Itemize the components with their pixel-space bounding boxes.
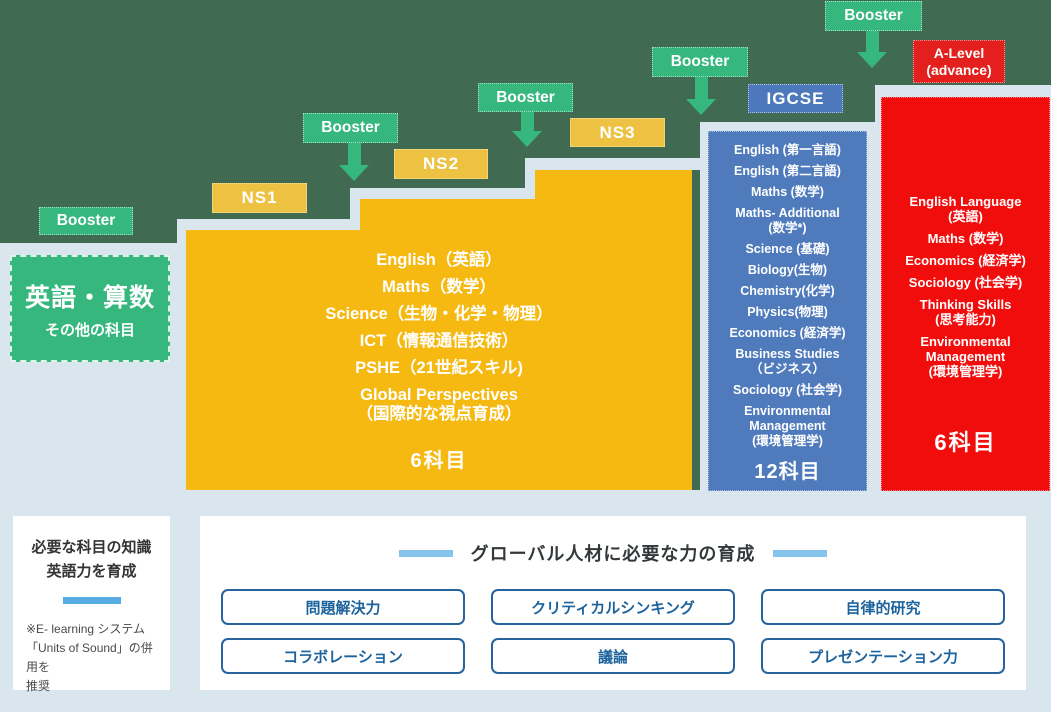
booster-tag-1: Booster [39, 207, 133, 235]
primary-subject: Maths（数学） [382, 278, 496, 296]
primary-subject: Science（生物・化学・物理） [325, 305, 553, 323]
booster-tag-4: Booster [652, 47, 748, 77]
skills-grid: 問題解決力クリティカルシンキング自律的研究コラボレーション議論プレゼンテーション… [200, 589, 1026, 674]
primary-subject: Global Perspectives（国際的な視点育成） [356, 386, 522, 423]
stair-terrace-3 [535, 170, 692, 200]
alevel-subject: Economics (経済学) [905, 253, 1026, 268]
skills-panel-title: グローバル人材に必要な力の育成 [470, 544, 756, 564]
down-arrow-icon [339, 143, 369, 181]
alevel-subjects-block: English Language(英語) Maths (数学) Economics … [881, 97, 1050, 491]
stair-step1-riser [177, 219, 186, 490]
igcse-subject: English (第一言語) [734, 143, 841, 157]
skill-chip: 議論 [491, 638, 735, 674]
stair-terrace-2 [360, 199, 692, 231]
alevel-subject: Maths (数学) [927, 231, 1004, 246]
left-info-card: 必要な科目の知識英語力を育成 ※E- learning システム「Units o… [13, 516, 170, 693]
skill-chip: コラボレーション [221, 638, 465, 674]
step-tag-ns1: NS1 [212, 183, 307, 213]
skill-chip: 自律的研究 [761, 589, 1005, 625]
step-tag-ns2: NS2 [394, 149, 488, 179]
stair-step2-riser [350, 188, 360, 231]
foundation-title: 英語・算数 [24, 284, 155, 312]
alevel-subject: English Language(英語) [909, 194, 1022, 224]
accent-bar [62, 597, 121, 604]
igcse-subject: Science (基礎) [745, 242, 830, 256]
skills-panel: グローバル人材に必要な力の育成 問題解決力クリティカルシンキング自律的研究コラボ… [200, 516, 1026, 690]
igcse-subject: Maths (数学) [751, 185, 824, 199]
igcse-subject: Business Studies（ビジネス） [735, 347, 840, 376]
foundation-subtitle: その他の科目 [44, 322, 135, 339]
igcse-subject: Economics (経済学) [729, 326, 846, 340]
igcse-subject-count: 12科目 [754, 461, 821, 483]
primary-subject: English（英語） [376, 251, 502, 269]
down-arrow-icon [857, 31, 887, 68]
stair-step2-border [350, 188, 534, 200]
igcse-tag: IGCSE [748, 84, 843, 113]
stair-step3-border [525, 158, 700, 170]
step-tag-ns3: NS3 [570, 118, 665, 147]
booster-tag-5: Booster [825, 1, 922, 31]
stair-step1-border [177, 219, 369, 231]
stair-step3-riser [525, 158, 535, 200]
skills-panel-header: グローバル人材に必要な力の育成 [200, 540, 1026, 566]
igcse-subjects-block: English (第一言語) English (第二言語) Maths (数学) Ma… [708, 131, 867, 491]
down-arrow-icon [512, 112, 542, 147]
primary-subject-count: 6科目 [410, 450, 468, 472]
igcse-subject: Biology(生物) [747, 263, 828, 277]
skill-chip: クリティカルシンキング [491, 589, 735, 625]
down-arrow-icon [686, 77, 716, 115]
left-card-title: 必要な科目の知識英語力を育成 [31, 539, 152, 580]
foundation-box: 英語・算数 その他の科目 [10, 255, 170, 362]
skill-chip: プレゼンテーション力 [761, 638, 1005, 674]
primary-subjects-block: English（英語） Maths（数学） Science（生物・化学・物理） ICT… [186, 230, 692, 490]
accent-bar-right [773, 549, 828, 557]
primary-subject: PSHE（21世紀スキル) [355, 359, 523, 377]
booster-tag-3: Booster [478, 83, 573, 112]
primary-subject: ICT（情報通信技術） [359, 332, 519, 350]
accent-bar-left [398, 549, 453, 557]
igcse-subject: Chemistry(化学) [740, 284, 835, 298]
alevel-tag: A-Level(advance) [913, 40, 1005, 83]
left-card-note: ※E- learning システム「Units of Sound」の併用を推奨 [26, 622, 153, 693]
skill-chip: 問題解決力 [221, 589, 465, 625]
alevel-subject: Sociology (社会学) [908, 275, 1023, 290]
booster-tag-2: Booster [303, 113, 398, 143]
igcse-subject: Sociology (社会学) [732, 383, 843, 397]
igcse-subject: Maths- Additional(数学*) [735, 206, 840, 235]
alevel-subject: Thinking Skills(思考能力) [919, 297, 1012, 327]
igcse-subject: English (第二言語) [734, 164, 841, 178]
alevel-subject-count: 6科目 [934, 430, 997, 455]
igcse-subject: Physics(物理) [747, 305, 828, 319]
